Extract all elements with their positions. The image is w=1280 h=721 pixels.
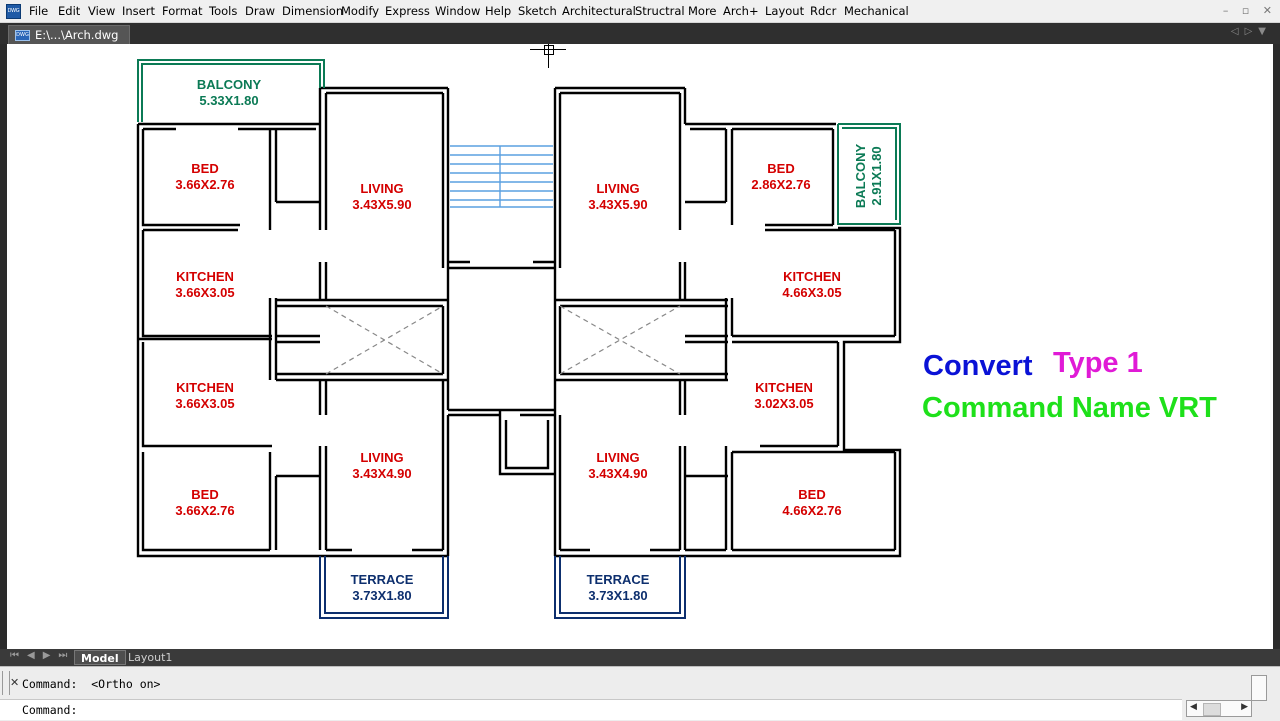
menu-tools[interactable]: Tools [209,4,238,18]
menu-help[interactable]: Help [485,4,512,18]
menu-window[interactable]: Window [435,4,481,18]
menu-layout[interactable]: Layout [765,4,805,18]
menu-format[interactable]: Format [162,4,203,18]
command-grip-handle[interactable] [2,671,10,695]
annotation-type: Type 1 [1053,347,1143,379]
layout-nav-arrows[interactable]: ⏮◀▶⏭ [10,650,76,661]
scroll-right-icon[interactable]: ▶ [1241,702,1248,712]
stair-treads [450,145,553,208]
menu-rdcr[interactable]: Rdcr [810,4,837,18]
tab-layout1[interactable]: Layout1 [128,651,173,664]
minimize-icon[interactable]: – [1222,4,1229,17]
layout-tab-bar: ⏮◀▶⏭ Model Layout1 [0,649,1280,666]
window-controls: – ▫ ✕ [1213,4,1272,17]
command-hscrollbar[interactable]: ◀ ▶ [1186,700,1252,717]
command-input[interactable] [0,699,1182,720]
scroll-left-icon[interactable]: ◀ [1190,702,1197,712]
document-tab-arch[interactable]: DWG E:\...\Arch.dwg [8,25,130,44]
document-tab-strip: DWG E:\...\Arch.dwg ◁▷▼ [0,23,1280,44]
command-area: ✕ Command: <Ortho on> Command: ◀ ▶ [0,666,1280,721]
lift-shafts [325,305,681,375]
menu-edit[interactable]: Edit [58,4,81,18]
scroll-thumb[interactable] [1203,703,1221,716]
menu-arch-[interactable]: Arch+ [723,4,759,18]
menu-file[interactable]: File [29,4,49,18]
menu-more[interactable]: More [688,4,717,18]
command-history: Command: <Ortho on> [22,677,161,691]
menu-dimension[interactable]: Dimension [282,4,344,18]
command-close-icon[interactable]: ✕ [10,676,20,689]
annotation-command-name: Command Name VRT [922,392,1217,424]
document-tab-label: E:\...\Arch.dwg [35,28,119,42]
tab-scroll-arrows[interactable]: ◁▷▼ [1230,26,1272,37]
command-prompt: Command: [22,703,78,717]
walls [136,86,902,558]
menu-bar: DWG File Edit View Insert Format Tools Draw Dim… [0,0,1280,23]
app-icon[interactable]: DWG [6,4,21,19]
terrace-outlines [319,556,686,619]
cursor-crosshair [548,44,549,68]
menu-architectural[interactable]: Architectural [562,4,636,18]
command-history-scrollbar[interactable] [1251,675,1267,701]
cursor-pickbox [544,45,554,55]
balcony-outlines [137,59,901,225]
menu-view[interactable]: View [88,4,116,18]
menu-sketch[interactable]: Sketch [518,4,557,18]
menu-insert[interactable]: Insert [122,4,155,18]
restore-icon[interactable]: ▫ [1241,4,1250,17]
menu-express[interactable]: Express [385,4,430,18]
close-icon[interactable]: ✕ [1262,4,1272,17]
cursor-crosshair-h [530,49,566,50]
room-label-balcony-right: BALCONY2.91X1.80 [853,144,884,209]
tab-model[interactable]: Model [74,650,126,665]
dwg-file-icon: DWG [15,30,30,41]
menu-structral[interactable]: Structral [635,4,685,18]
annotation: Convert Type 1 Command Name VRT [922,347,1217,424]
menu-draw[interactable]: Draw [245,4,276,18]
menu-modify[interactable]: Modify [341,4,380,18]
menu-mechanical[interactable]: Mechanical [844,4,909,18]
annotation-convert: Convert [923,350,1033,382]
